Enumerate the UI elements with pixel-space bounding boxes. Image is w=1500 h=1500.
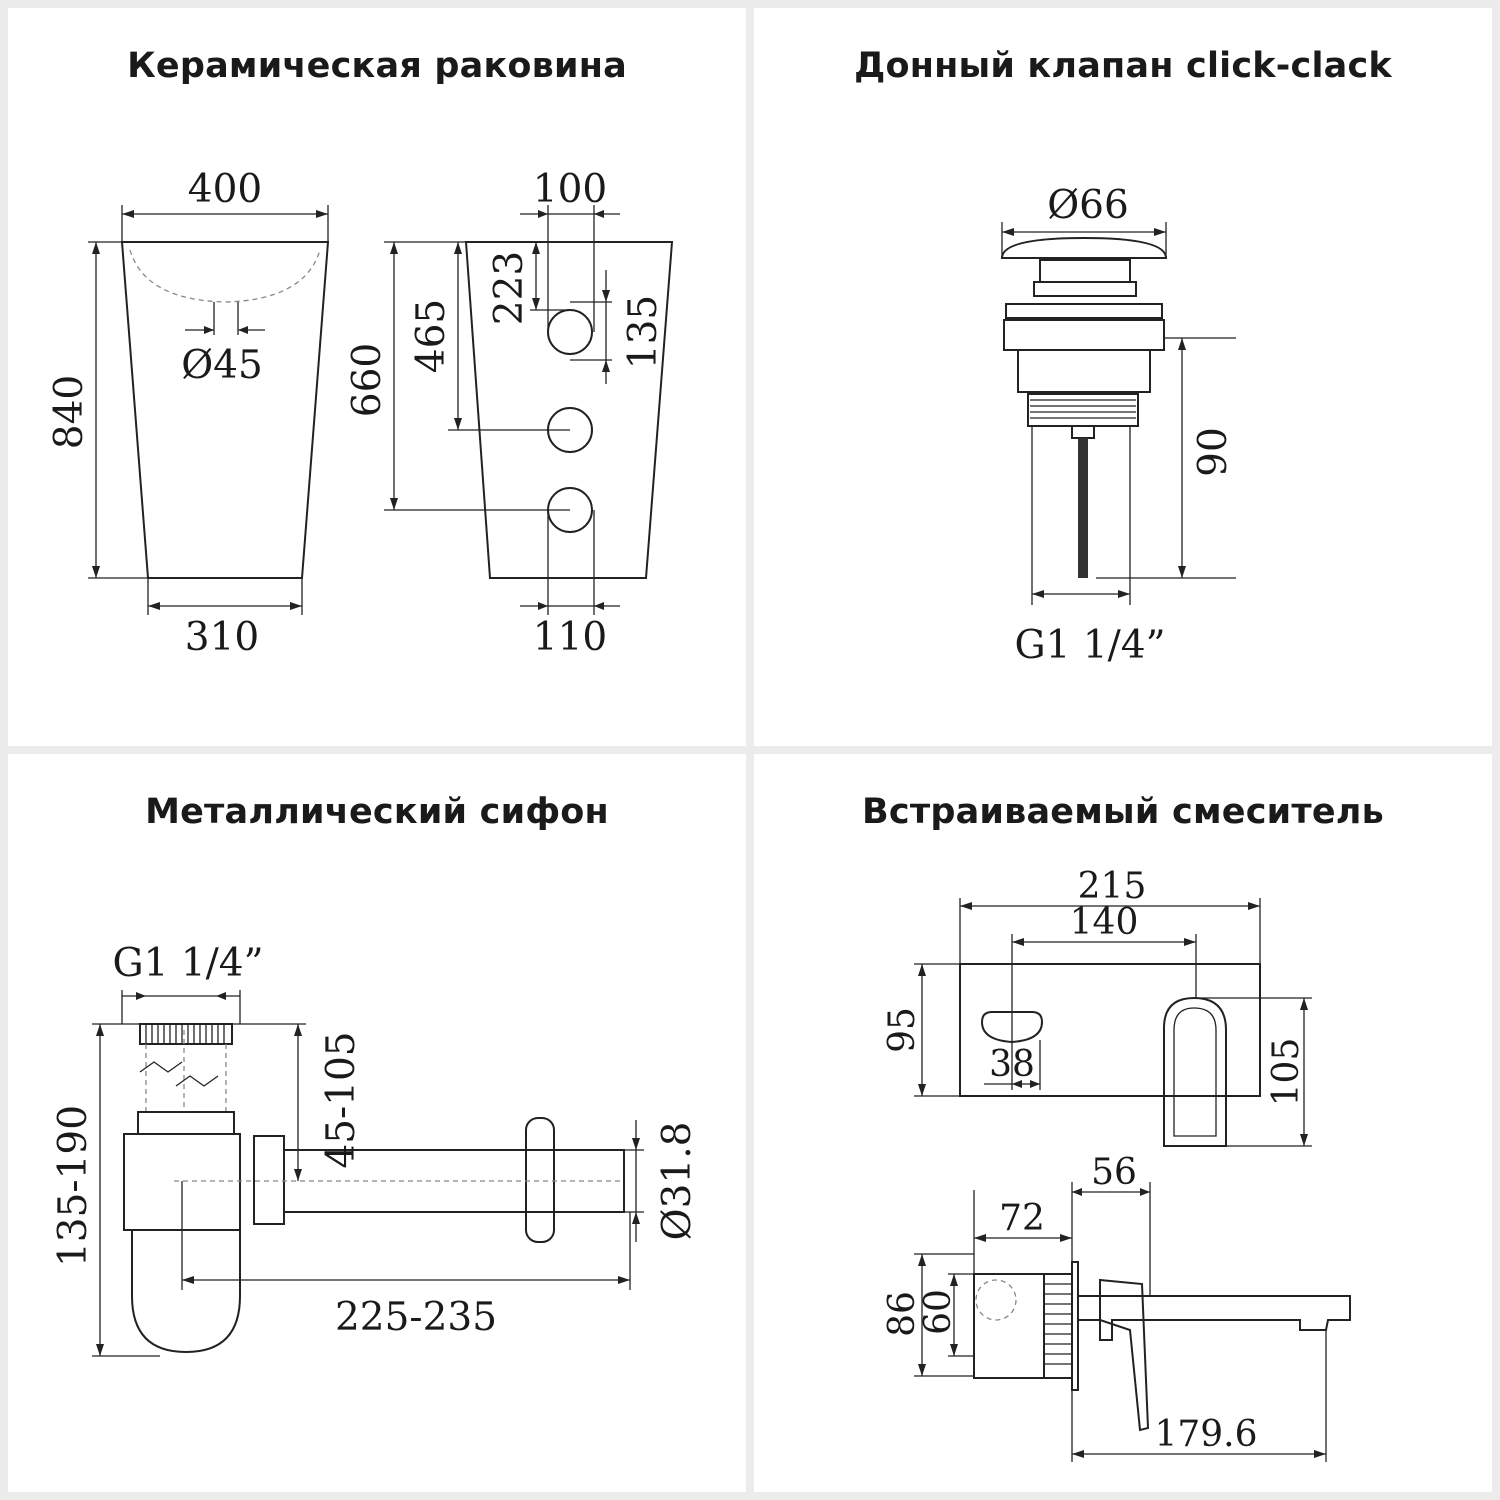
valve-cap — [1000, 236, 1168, 259]
pipe-diameter-label: Ø31.8 — [655, 1122, 700, 1241]
siphon-length-label: 225-235 — [335, 1295, 497, 1340]
depth-72-label: 72 — [999, 1198, 1045, 1239]
plate-width-label: 215 — [1078, 866, 1147, 907]
height-label: 840 — [47, 375, 92, 449]
side-height-label: 660 — [345, 343, 390, 417]
panel-metal-siphon: Металлический сифон G1 1/4” 135-190 45-1… — [8, 754, 746, 1492]
valve-drawing: Ø66 90 G1 1/4” — [1000, 183, 1236, 668]
cap-diameter-label: Ø66 — [1047, 183, 1129, 228]
siphon-outlet-nut — [253, 1135, 285, 1225]
hole-135-label: 135 — [621, 295, 666, 369]
siphon-wall-rosette — [525, 1117, 555, 1243]
basin-drawing: Ø45 400 310 840 100 110 660 465 — [47, 167, 674, 660]
basin-side-outline — [464, 241, 674, 579]
siphon-bottle — [131, 1230, 241, 1354]
basin-bowl-hidden — [129, 249, 321, 303]
panel-click-clack-valve: Донный клапан click-clack Ø66 90 G1 1/4” — [754, 8, 1492, 746]
mixer-thread — [1043, 1273, 1073, 1379]
siphon-drawing: G1 1/4” 135-190 45-105 Ø31.8 225-235 — [51, 941, 700, 1357]
plate-height-label: 95 — [882, 1007, 923, 1053]
height-86-label: 86 — [882, 1291, 923, 1337]
mixer-wall-plate — [959, 963, 1261, 1097]
siphon-adjust-label: 45-105 — [319, 1031, 364, 1168]
side-top-label: 100 — [533, 167, 607, 212]
panel-built-in-mixer: Встраиваемый смеситель 215 140 95 105 38 — [754, 754, 1492, 1492]
valve-thread-label: G1 1/4” — [1014, 623, 1165, 668]
panel-title: Донный клапан click-clack — [854, 46, 1392, 86]
siphon-thread-label: G1 1/4” — [112, 941, 263, 986]
bottom-width-label: 310 — [185, 615, 259, 660]
panel-title: Металлический сифон — [145, 792, 609, 832]
small-width-label: 38 — [989, 1044, 1035, 1085]
lever-height-label: 105 — [1266, 1038, 1307, 1107]
panel-title: Керамическая раковина — [127, 46, 627, 86]
valve-flange — [1003, 319, 1165, 351]
spout-length-label: 179.6 — [1154, 1414, 1257, 1455]
valve-rod — [1078, 438, 1088, 578]
panel-ceramic-basin: Керамическая раковина Ø45 400 310 840 10… — [8, 8, 746, 746]
height-60-label: 60 — [918, 1289, 959, 1335]
depth-56-label: 56 — [1091, 1152, 1137, 1193]
valve-body — [1017, 349, 1151, 393]
siphon-nut-mid — [137, 1111, 235, 1135]
side-bottom-label: 110 — [533, 615, 607, 660]
mixer-spout-outlet — [980, 1011, 1044, 1044]
valve-height-label: 90 — [1191, 427, 1236, 477]
mixer-lever-front — [1163, 996, 1227, 1147]
mixer-lever-side — [1099, 1278, 1150, 1432]
hole-223-label: 223 — [487, 251, 532, 325]
panel-title: Встраиваемый смеситель — [862, 792, 1384, 832]
siphon-nut-top — [139, 1023, 233, 1045]
valve-thread — [1027, 393, 1139, 427]
hole-465-label: 465 — [409, 299, 454, 373]
mixer-rosette — [1071, 1261, 1079, 1391]
mixer-drawing: 215 140 95 105 38 56 72 — [882, 866, 1351, 1462]
basin-front-outline — [120, 241, 330, 579]
spacing-label: 140 — [1070, 902, 1139, 943]
mixer-spout — [1077, 1295, 1351, 1341]
top-width-label: 400 — [188, 167, 262, 212]
siphon-height-label: 135-190 — [51, 1105, 96, 1267]
drain-diameter-label: Ø45 — [181, 343, 263, 388]
mixer-box — [973, 1273, 1045, 1379]
tap-hole — [547, 309, 593, 355]
